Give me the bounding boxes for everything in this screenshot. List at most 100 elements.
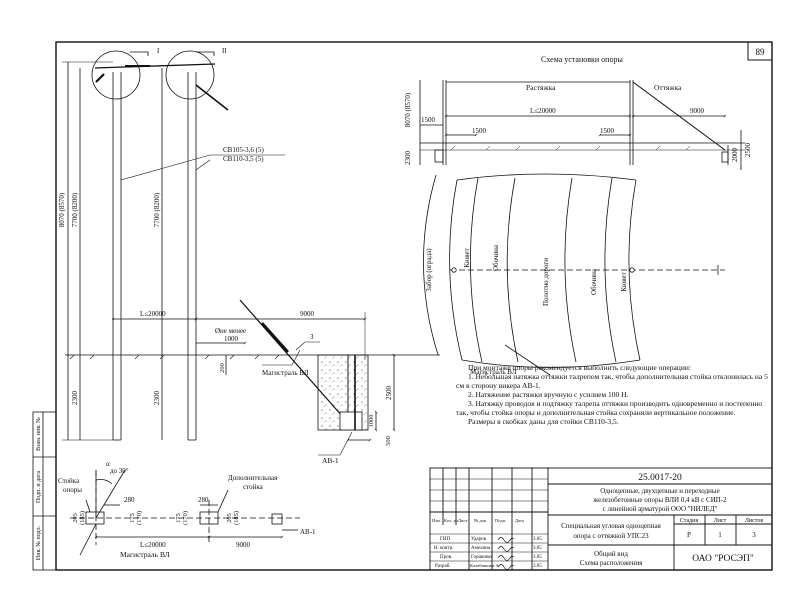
dim-depth-2300-b: 2300 <box>153 391 161 406</box>
dim-9000-b: 9000 <box>236 541 251 549</box>
signer-role-1: Н. контр. <box>434 546 453 551</box>
sheet-value: 1 <box>718 531 722 539</box>
rev-header-3: № док <box>474 518 487 523</box>
company-name: ОАО "РОСЭП" <box>692 554 754 564</box>
note-3: 3. Натяжку проводов и подтяжку талрепа о… <box>456 399 763 417</box>
dim-170-a: (170) <box>136 511 143 525</box>
label-extra-stoyka-1: Дополнительная <box>228 474 278 482</box>
dim-280-a: 280 <box>124 496 135 504</box>
sheet-title-line-2: Схема расположения <box>580 559 643 567</box>
label-fence: Забор (ограда) <box>425 248 433 292</box>
sheet-number: 89 <box>756 47 766 57</box>
rev-header-0: Изм. <box>432 518 441 523</box>
angle-alpha: α <box>106 460 110 468</box>
dim-span-l-b: L≤20000 <box>140 541 166 549</box>
installation-notes: При монтаже опоры рекомендуется выполнит… <box>456 363 774 426</box>
rev-header-5: Дата <box>515 518 524 523</box>
signer-name-2: Горшенко <box>471 555 492 560</box>
road-plan <box>423 173 725 376</box>
dim-height-8070: 8070 (8570) <box>58 192 66 227</box>
rev-header-4: Подп. <box>495 518 506 523</box>
signer-date-0: 3.05 <box>533 537 542 542</box>
dim-not-less: Øне менее <box>215 327 246 335</box>
signature-marks <box>497 537 515 570</box>
dim-185-b: (185) <box>233 511 240 525</box>
signer-role-0: ГИП <box>440 537 451 542</box>
dim-1500-c: 1500 <box>600 127 615 135</box>
dim-1500-a: 1500 <box>421 116 436 124</box>
callout-3: 3 <box>310 333 314 341</box>
dim-8070-r: 8070 (8570) <box>404 92 412 127</box>
doc-title-line-2: железобетонные опоры ВЛИ 0,4 кВ с СИП-2 <box>592 496 727 504</box>
label-pole-stoyka-1: Стойка <box>58 477 80 485</box>
pole-plan <box>70 469 300 556</box>
signer-name-3: Калабишина А. <box>470 563 500 568</box>
note-2: 2. Натяжение растяжки вручную с усилием … <box>468 390 629 399</box>
line-label-b: Магистраль ВЛ <box>120 550 170 559</box>
angle-max: до 30° <box>110 467 129 475</box>
signer-date-3: 3.05 <box>533 564 542 569</box>
label-line-r: Магистраль ВЛ <box>470 368 517 376</box>
sheets-header: Листов <box>745 518 763 524</box>
dim-170-b: (170) <box>182 511 189 525</box>
pole-elevation <box>62 50 440 456</box>
pole-type-sv105: СВ105-3,6 (5) <box>223 146 265 154</box>
dim-175-b: 175 <box>175 513 182 523</box>
dim-depth-2300-a: 2300 <box>71 391 79 406</box>
side-stamp-signature: Подп. и дата <box>36 471 42 503</box>
signer-name-1: Амелина <box>471 546 491 551</box>
sheet-header: Лист <box>714 518 727 524</box>
label-rastyazhka: Растяжка <box>526 83 556 92</box>
label-ditch-right: Кювет <box>620 272 628 291</box>
label-shoulder-left: Обочина <box>492 244 500 271</box>
signer-date-1: 3.05 <box>533 546 542 551</box>
anchor-label-b: АВ-1 <box>300 528 316 536</box>
label-pole-stoyka-2: опоры <box>63 486 82 494</box>
doc-code: 25.0017-20 <box>638 473 682 483</box>
label-ottyazhka: Оттяжка <box>654 83 682 92</box>
dim-9000-r: 9000 <box>690 107 705 115</box>
label-ditch-left: Кювет <box>463 248 471 267</box>
dim-500: 500 <box>385 436 392 446</box>
signer-date-2: 3.05 <box>533 555 542 560</box>
dim-1000-b: 1000 <box>368 415 375 428</box>
title-block <box>429 467 773 571</box>
dim-2300-r: 2300 <box>404 151 412 166</box>
note-4: Размеры в скобках даны для стойки СВ110-… <box>468 417 619 426</box>
dim-span-l: L≤20000 <box>140 310 166 318</box>
doc-title-line-1: Одноцепные, двухцепные и переходные <box>600 487 719 495</box>
dim-2500: 2500 <box>385 386 393 401</box>
signer-name-0: Ударов <box>471 537 487 542</box>
doc-title-line-3: с линейной арматурой ООО "НИЛЕД" <box>603 505 718 513</box>
signer-role-3: Разраб. <box>435 564 451 569</box>
dim-span-l-r: L≤20000 <box>530 107 556 115</box>
dim-height-7700-a: 7700 (8200) <box>71 192 79 227</box>
sheets-value: 3 <box>752 531 756 539</box>
note-1: 1. Небольшая натяжка оттяжки талрепом та… <box>456 372 768 390</box>
dim-1500-b: 1500 <box>472 127 487 135</box>
side-stamp-original: Инв. № подл. <box>36 525 42 560</box>
installation-scheme <box>419 80 745 170</box>
dim-205-a: 205 <box>72 513 79 523</box>
note-intro: При монтаже опоры рекомендуется выполнит… <box>468 363 691 372</box>
section-label-2: II <box>222 47 227 55</box>
dim-height-7700-b: 7700 (8200) <box>153 192 161 227</box>
side-stamp <box>32 411 57 571</box>
item-title-line-2: опора с оттяжкой УПС23 <box>573 532 649 540</box>
anchor-label: АВ-1 <box>322 456 339 465</box>
dim-175-a: 175 <box>129 513 136 523</box>
item-title-line-1: Специальная угловая одноцепная <box>561 522 662 530</box>
sheet-frame <box>55 41 773 571</box>
label-extra-stoyka-2: стойка <box>243 483 264 491</box>
dim-2000: 2000 <box>731 148 739 163</box>
dim-9000: 9000 <box>300 310 315 318</box>
stage-value: Р <box>687 531 691 539</box>
sheet-title-line-1: Общий вид <box>594 550 628 558</box>
side-stamp-replace: Взам. инв. № <box>36 417 42 451</box>
dim-1000: 1000 <box>224 335 239 343</box>
label-shoulder-right: Обочина <box>590 268 598 295</box>
dim-200: 200 <box>219 363 226 373</box>
rev-header-2: Лист <box>458 518 467 523</box>
scheme-title: Схема установки опоры <box>541 55 623 64</box>
